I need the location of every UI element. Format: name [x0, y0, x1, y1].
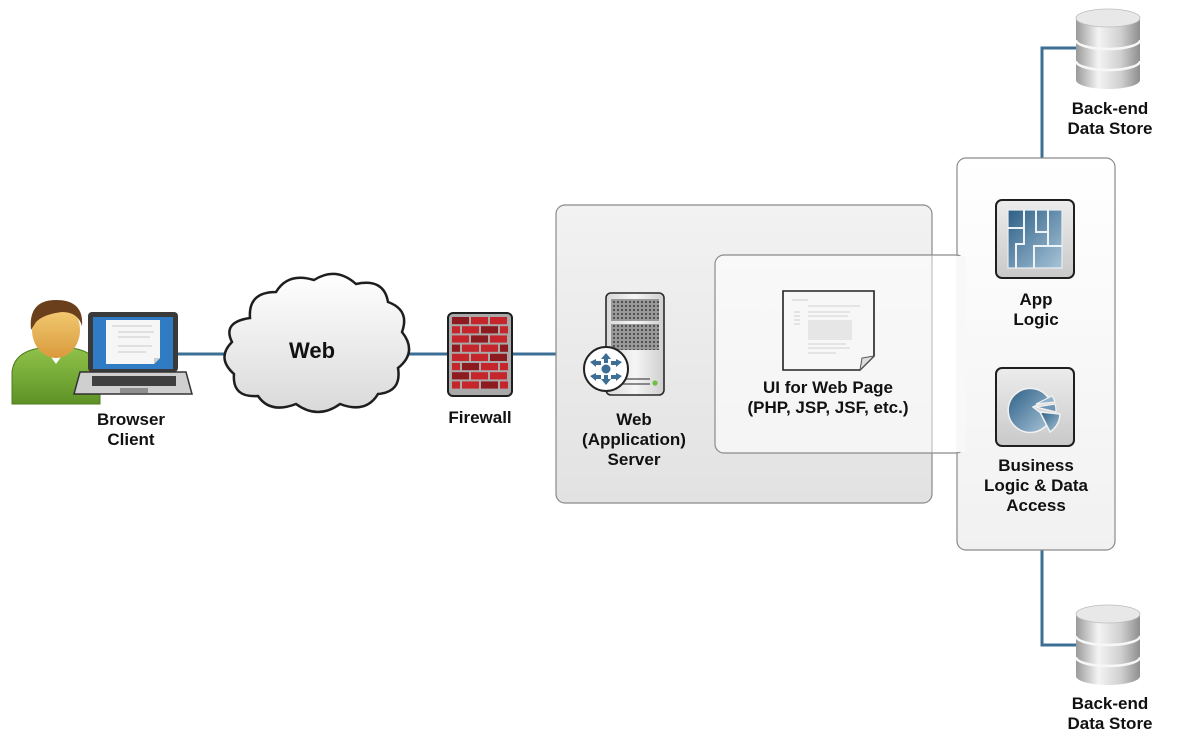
- brick: [481, 381, 498, 389]
- label-line: Business: [998, 456, 1074, 475]
- brick: [462, 381, 479, 389]
- seam: [956, 256, 966, 452]
- label-line: (Application): [582, 430, 686, 449]
- label-line: Client: [107, 430, 155, 449]
- network-hub-icon: [590, 353, 622, 385]
- brick: [500, 381, 508, 389]
- label-line: Back-end: [1071, 99, 1149, 118]
- label-line: Server: [607, 450, 661, 469]
- label-line: Data Store: [1067, 714, 1153, 733]
- brick: [462, 363, 479, 371]
- brick: [471, 335, 488, 343]
- label-line: Access: [1006, 496, 1066, 515]
- web-server-label: Web (Application) Server: [582, 410, 686, 470]
- label-line: Logic & Data: [984, 476, 1088, 495]
- label-line: Web: [616, 410, 652, 429]
- label-line: App: [1019, 290, 1053, 309]
- cloud-icon: [223, 272, 411, 414]
- brick: [500, 326, 508, 334]
- browser-client-label: Browser Client: [97, 410, 165, 450]
- business-logic-label: Business Logic & Data Access: [984, 456, 1088, 516]
- brick: [462, 326, 479, 334]
- label-line: (PHP, JSP, JSF, etc.): [747, 398, 909, 417]
- server-tower-icon: [583, 292, 665, 396]
- brick: [500, 344, 508, 352]
- brick: [490, 317, 507, 325]
- brick: [471, 372, 488, 380]
- document-page-icon: [782, 290, 876, 372]
- brick: [471, 353, 488, 361]
- database-icon-top: [1074, 8, 1142, 89]
- puzzle-blocks-icon: [995, 199, 1075, 279]
- brick: [490, 335, 507, 343]
- brick-wall-icon: [447, 312, 513, 397]
- web-cloud-label: Web: [288, 338, 336, 363]
- label-line: Browser: [96, 410, 166, 429]
- brick: [490, 353, 507, 361]
- brick: [490, 372, 507, 380]
- brick: [481, 363, 498, 371]
- label-line: Data Store: [1067, 119, 1153, 138]
- app-logic-label: App Logic: [1013, 290, 1058, 330]
- label-line: UI for Web Page: [762, 378, 894, 397]
- brick: [500, 363, 508, 371]
- brick: [481, 326, 498, 334]
- edge-applogic-datastore-top: [1040, 46, 1080, 158]
- firewall-label: Firewall: [448, 408, 512, 427]
- edge-business-datastore-bottom: [1040, 550, 1080, 647]
- brick: [452, 344, 460, 352]
- brick: [452, 326, 460, 334]
- ui-page-label: UI for Web Page (PHP, JSP, JSF, etc.): [748, 378, 909, 418]
- brick: [452, 317, 469, 325]
- database-icon-bottom: [1074, 604, 1142, 685]
- brick: [462, 344, 479, 352]
- brick: [471, 317, 488, 325]
- brick: [481, 344, 498, 352]
- pie-chart-icon: [995, 367, 1075, 447]
- brick: [452, 335, 469, 343]
- datastore-top-label: Back-end Data Store: [1067, 99, 1152, 139]
- label-line: Back-end: [1071, 694, 1149, 713]
- laptop-icon: [73, 312, 193, 395]
- brick: [452, 363, 460, 371]
- brick: [452, 381, 460, 389]
- brick: [452, 353, 469, 361]
- datastore-bottom-label: Back-end Data Store: [1067, 694, 1152, 734]
- brick: [452, 372, 469, 380]
- label-line: Logic: [1013, 310, 1059, 329]
